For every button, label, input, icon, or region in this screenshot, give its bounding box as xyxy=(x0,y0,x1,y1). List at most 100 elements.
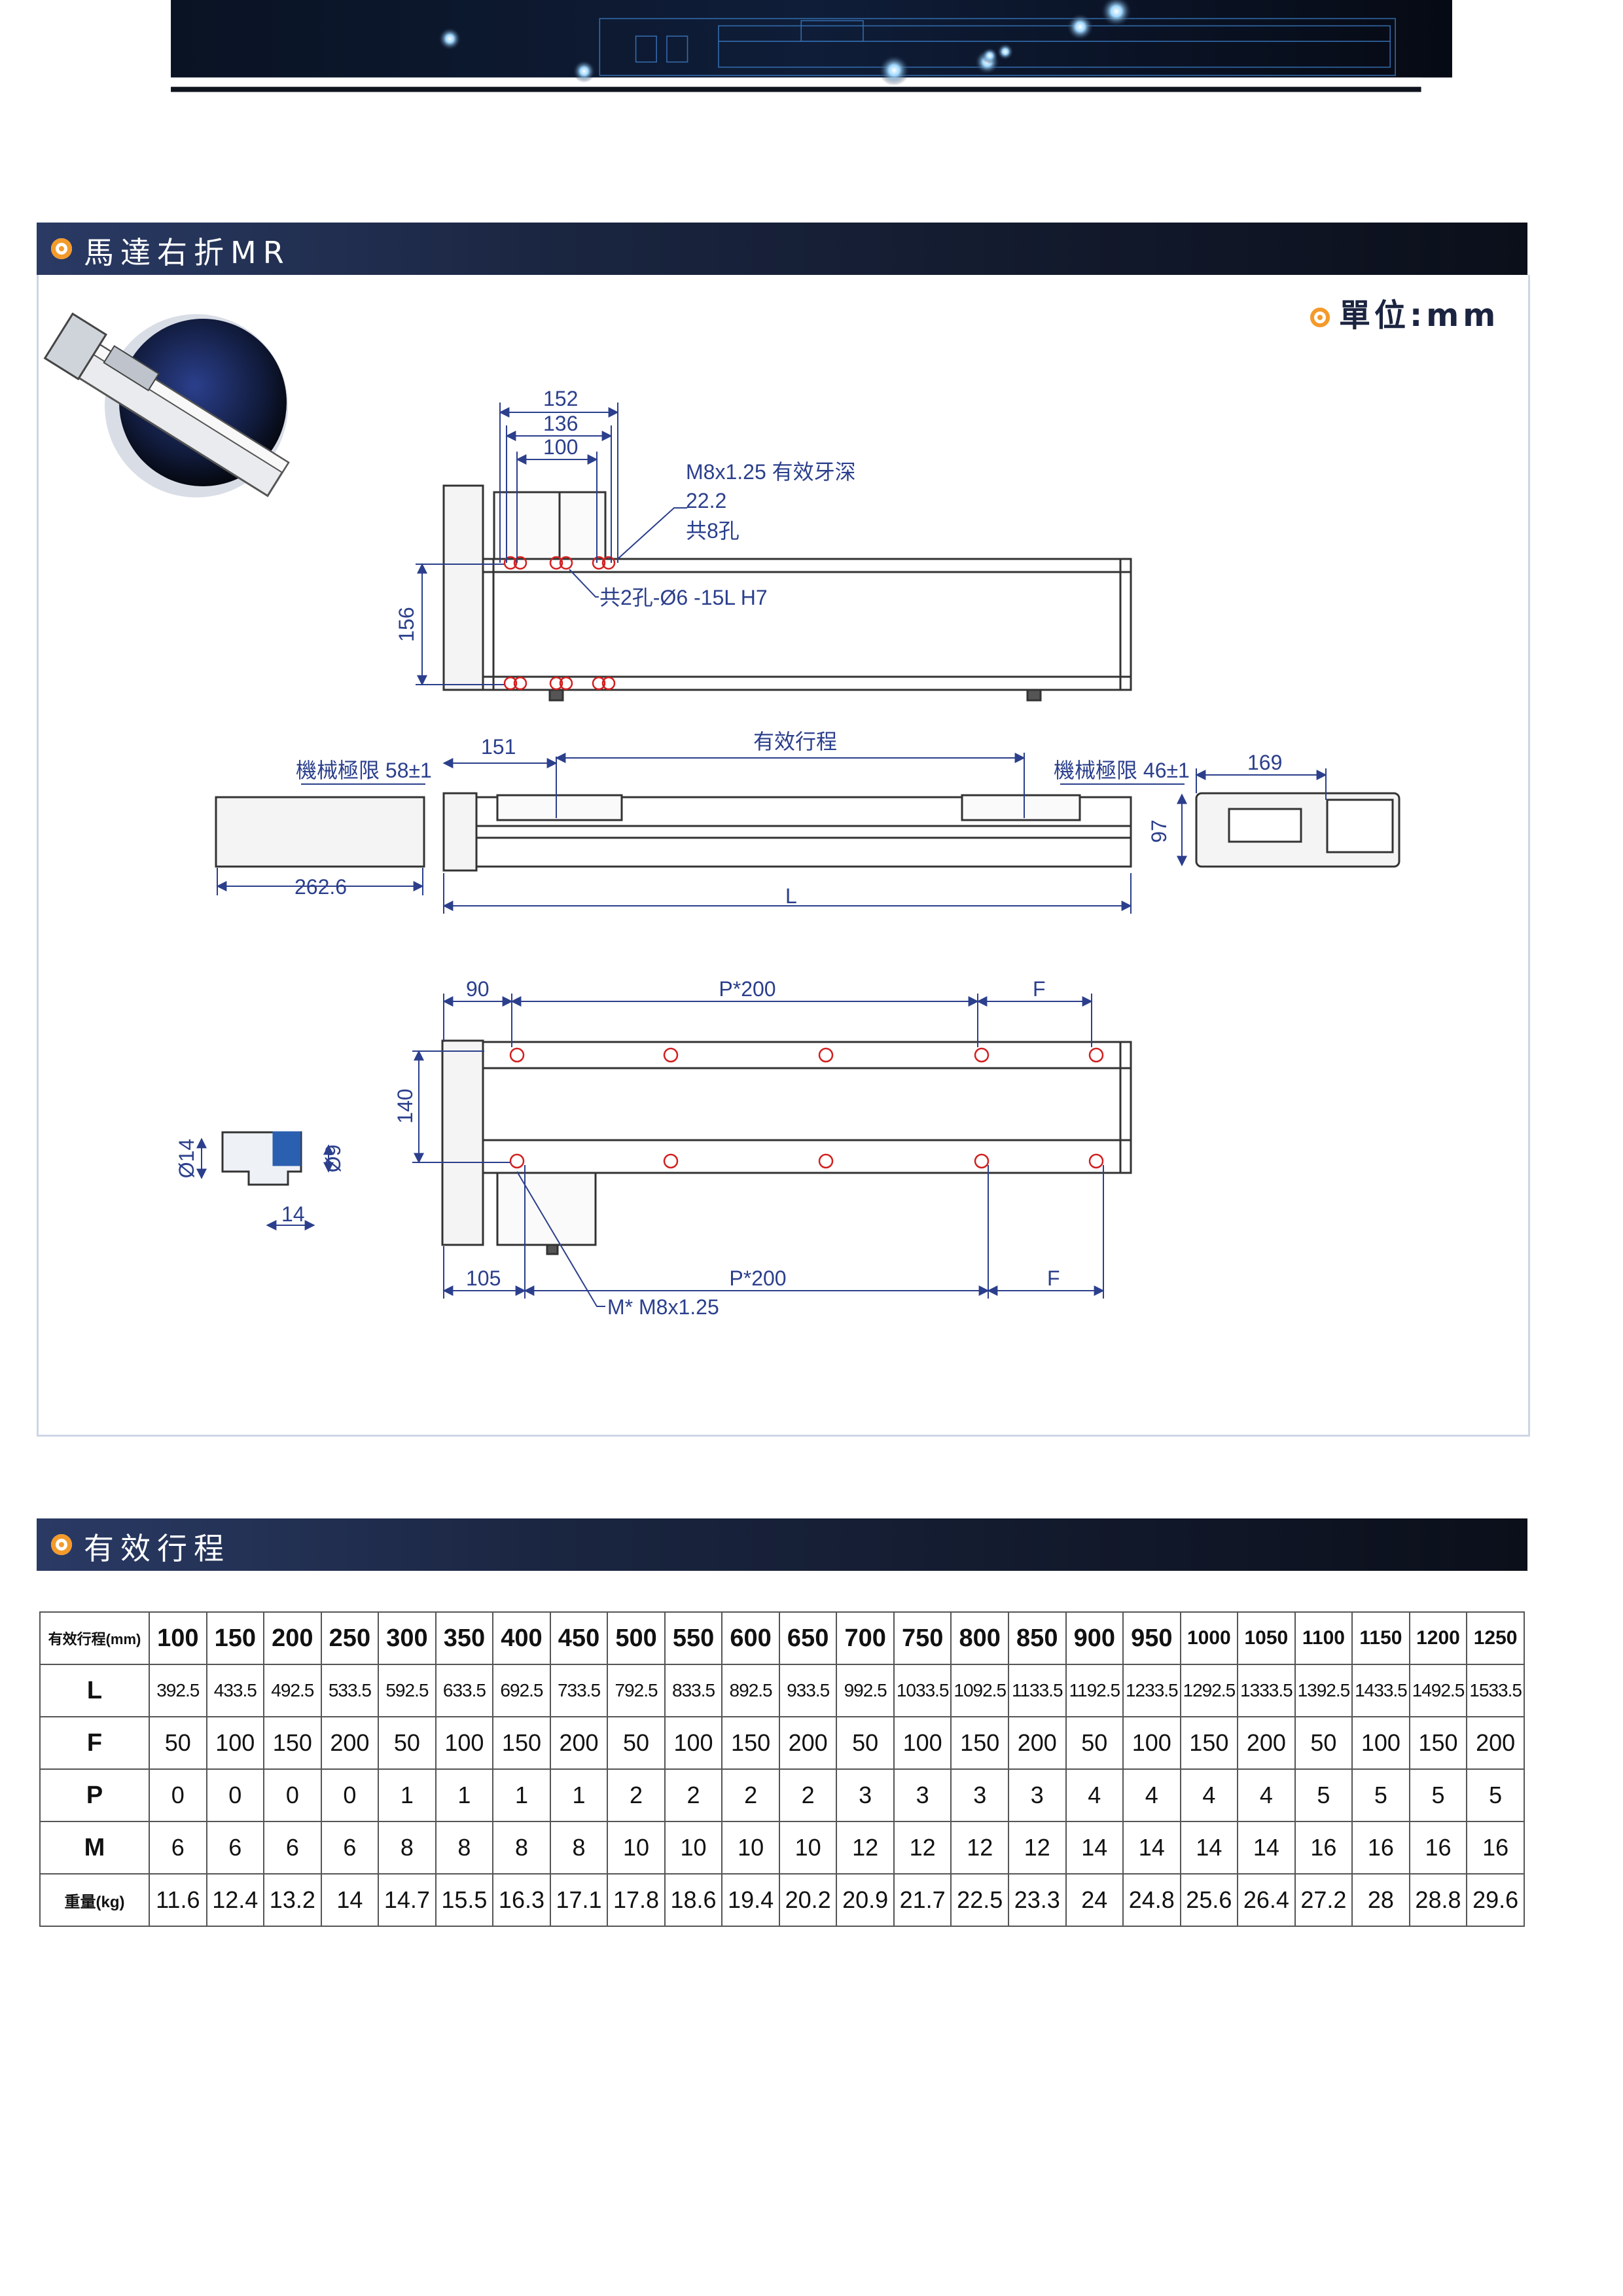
table-cell: 1192.5 xyxy=(1065,1664,1124,1717)
section-bullet-icon xyxy=(51,238,72,259)
table-cell: 16 xyxy=(1466,1821,1525,1874)
table-cell: 1 xyxy=(549,1768,609,1822)
table-cell: 1133.5 xyxy=(1007,1664,1067,1717)
table-cell: 1092.5 xyxy=(950,1664,1009,1717)
table-cell: 12 xyxy=(1007,1821,1067,1874)
table-cell: 3 xyxy=(1007,1768,1067,1822)
table-cell: 16.3 xyxy=(492,1873,551,1927)
table-cell: 692.5 xyxy=(492,1664,551,1717)
table-cell: 14 xyxy=(1065,1821,1124,1874)
table-cell: 20.2 xyxy=(778,1873,838,1927)
table-cell: 12 xyxy=(950,1821,1009,1874)
table-cell: 14.7 xyxy=(378,1873,437,1927)
stroke-header-cell: 750 xyxy=(893,1611,952,1665)
pin-note: 共2孔-Ø6 -15L H7 xyxy=(599,586,768,609)
row-label: L xyxy=(39,1664,151,1717)
table-cell: 1 xyxy=(492,1768,551,1822)
table-cell: 6 xyxy=(320,1821,380,1874)
table-cell: 6 xyxy=(263,1821,322,1874)
table-cell: 0 xyxy=(320,1768,380,1822)
table-cell: 5 xyxy=(1351,1768,1410,1822)
table-cell: 1033.5 xyxy=(893,1664,952,1717)
table-cell: 892.5 xyxy=(721,1664,780,1717)
table-cell: 0 xyxy=(149,1768,207,1822)
table-cell: 11.6 xyxy=(149,1873,207,1927)
table-cell: 8 xyxy=(549,1821,609,1874)
table-cell: 28.8 xyxy=(1408,1873,1468,1927)
dim-90: 90 xyxy=(466,977,490,1001)
dim-100: 100 xyxy=(543,435,578,459)
detail-14: 14 xyxy=(281,1202,305,1226)
table-cell: 18.6 xyxy=(664,1873,723,1927)
section-header-effective-stroke: 有效行程 xyxy=(37,1518,1527,1571)
table-cell: 50 xyxy=(149,1716,207,1770)
table-cell: 1392.5 xyxy=(1294,1664,1353,1717)
table-cell: 200 xyxy=(1007,1716,1067,1770)
table-cell: 29.6 xyxy=(1466,1873,1525,1927)
table-cell: 1 xyxy=(378,1768,437,1822)
stroke-header-cell: 1200 xyxy=(1408,1611,1468,1665)
tap-note-line1: M8x1.25 有效牙深 xyxy=(686,460,856,484)
table-cell: 21.7 xyxy=(893,1873,952,1927)
table-cell: 8 xyxy=(492,1821,551,1874)
table-cell: 200 xyxy=(320,1716,380,1770)
table-cell: 6 xyxy=(205,1821,265,1874)
stroke-header-cell: 1100 xyxy=(1294,1611,1353,1665)
table-cell: 150 xyxy=(1408,1716,1468,1770)
table-cell: 150 xyxy=(263,1716,322,1770)
table-cell: 792.5 xyxy=(607,1664,666,1717)
dim-105: 105 xyxy=(466,1266,501,1290)
table-cell: 16 xyxy=(1408,1821,1468,1874)
table-cell: 17.1 xyxy=(549,1873,609,1927)
stroke-header-cell: 150 xyxy=(205,1611,265,1665)
table-cell: 833.5 xyxy=(664,1664,723,1717)
table-cell: 17.8 xyxy=(607,1873,666,1927)
table-cell: 200 xyxy=(778,1716,838,1770)
table-cell: 200 xyxy=(1237,1716,1296,1770)
table-cell: 100 xyxy=(1351,1716,1410,1770)
table-cell: 592.5 xyxy=(378,1664,437,1717)
unit-label: 單位:mm xyxy=(1310,289,1499,335)
table-cell: 16 xyxy=(1294,1821,1353,1874)
table-cell: 2 xyxy=(721,1768,780,1822)
stroke-header-cell: 250 xyxy=(320,1611,380,1665)
dim-p200-bottom: P*200 xyxy=(729,1266,786,1290)
table-cell: 13.2 xyxy=(263,1873,322,1927)
stroke-header-cell: 1150 xyxy=(1351,1611,1410,1665)
dim-151: 151 xyxy=(481,735,516,759)
table-cell: 8 xyxy=(378,1821,437,1874)
table-cell: 10 xyxy=(664,1821,723,1874)
dim-152: 152 xyxy=(543,387,578,410)
bottom-holes xyxy=(509,1047,1104,1169)
effective-stroke-label: 有效行程 xyxy=(753,730,837,753)
table-cell: 25.6 xyxy=(1179,1873,1239,1927)
section-bullet-icon xyxy=(51,1534,72,1555)
section-title: 馬達右折MR xyxy=(84,235,291,270)
stroke-header-cell: 600 xyxy=(721,1611,780,1665)
detail-d14: Ø14 xyxy=(175,1139,198,1178)
table-cell: 3 xyxy=(836,1768,895,1822)
table-cell: 22.5 xyxy=(950,1873,1009,1927)
table-cell: 150 xyxy=(721,1716,780,1770)
table-cell: 12 xyxy=(893,1821,952,1874)
mech-limit-left: 機械極限 58±1 xyxy=(296,759,432,782)
stroke-header-cell: 1000 xyxy=(1179,1611,1239,1665)
table-cell: 733.5 xyxy=(549,1664,609,1717)
table-cell: 50 xyxy=(1294,1716,1353,1770)
table-cell: 5 xyxy=(1466,1768,1525,1822)
table-cell: 14 xyxy=(320,1873,380,1927)
table-cell: 2 xyxy=(607,1768,666,1822)
product-illustration xyxy=(43,312,290,497)
table-cell: 12 xyxy=(836,1821,895,1874)
table-cell: 1233.5 xyxy=(1122,1664,1181,1717)
tap-note-bottom: M* M8x1.25 xyxy=(607,1295,719,1319)
table-cell: 6 xyxy=(149,1821,207,1874)
tap-note-line3: 共8孔 xyxy=(686,519,740,543)
section-title: 有效行程 xyxy=(84,1531,230,1566)
table-cell: 50 xyxy=(1065,1716,1124,1770)
